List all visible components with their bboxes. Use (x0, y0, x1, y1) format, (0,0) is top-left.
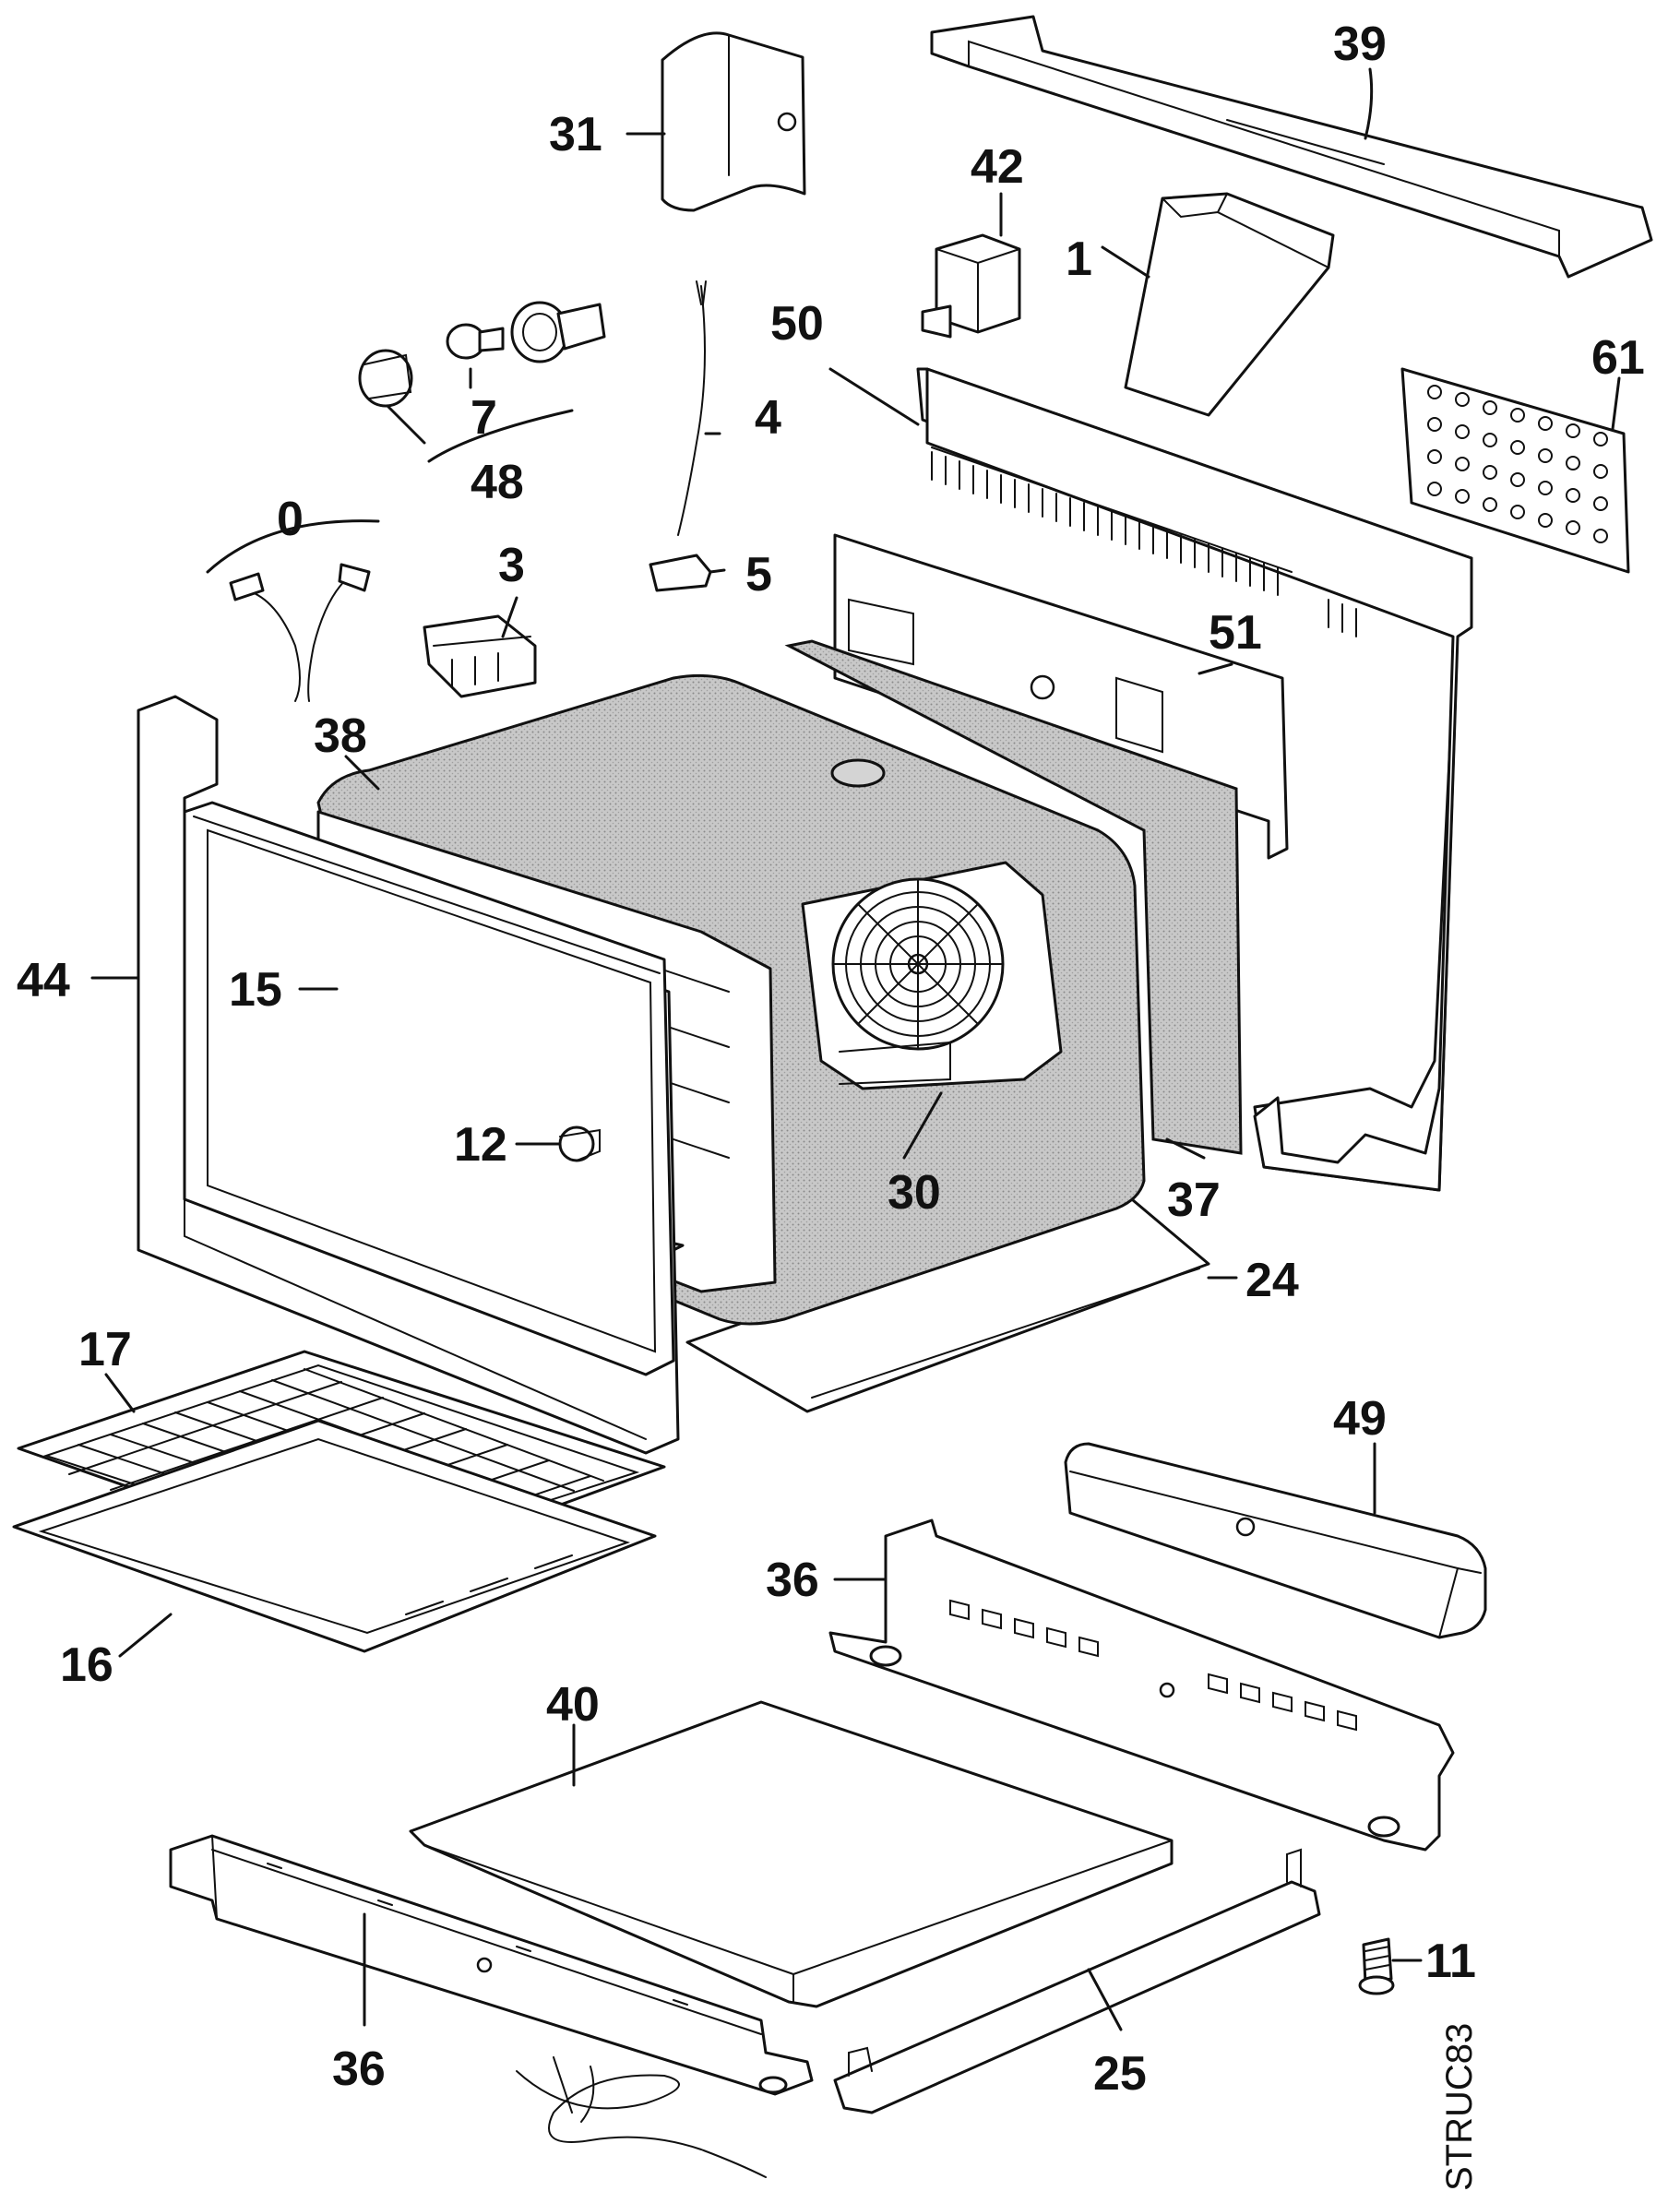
callout-36-lower: 36 (332, 2042, 386, 2096)
callout-1: 1 (1066, 232, 1092, 286)
callout-30: 30 (888, 1166, 941, 1220)
callout-0: 0 (277, 493, 304, 546)
callout-44: 44 (17, 954, 70, 1007)
part-42-box (921, 233, 1021, 339)
leader-lines (90, 67, 1621, 2031)
callout-15: 15 (229, 963, 282, 1017)
callout-61: 61 (1591, 331, 1645, 385)
part-0-wiring (229, 563, 371, 702)
part-50-back-panel (916, 367, 1473, 1192)
callout-25: 25 (1093, 2047, 1147, 2101)
callout-7: 7 (471, 391, 497, 445)
callout-17: 17 (78, 1323, 132, 1376)
callout-24: 24 (1245, 1254, 1299, 1307)
callout-12: 12 (454, 1118, 507, 1172)
callout-38: 38 (314, 709, 367, 763)
part-1-air-duct (1124, 192, 1335, 417)
callout-31: 31 (549, 108, 602, 161)
callout-3: 3 (498, 539, 525, 592)
callout-37: 37 (1167, 1173, 1221, 1227)
part-25-side-rail (833, 1848, 1321, 2114)
callout-4: 4 (755, 391, 781, 445)
callout-42: 42 (971, 140, 1024, 194)
part-16-baking-tray (12, 1419, 657, 1653)
callout-40: 40 (546, 1678, 600, 1732)
callout-labels: 31 39 42 1 50 61 7 48 4 0 3 5 51 38 15 4… (17, 18, 1645, 2101)
callout-16: 16 (60, 1638, 113, 1692)
callout-11: 11 (1425, 1935, 1476, 1988)
part-37-insulation (784, 639, 1243, 1155)
callout-36-upper: 36 (766, 1554, 819, 1607)
part-4-cable (677, 280, 707, 536)
part-49-control-cover (1064, 1442, 1487, 1639)
part-3-terminal-block (423, 614, 537, 698)
callout-39: 39 (1333, 18, 1387, 71)
part-15-door-seal (183, 801, 675, 1376)
ink-scribble (516, 2056, 767, 2178)
part-11-screw (1358, 1937, 1395, 1995)
part-48-lamp-assembly (358, 301, 606, 408)
callout-49: 49 (1333, 1392, 1387, 1446)
part-61-grille (1400, 367, 1630, 574)
callout-48: 48 (471, 456, 524, 509)
part-36-control-bracket-upper (828, 1518, 1455, 1852)
part-30-fan (801, 861, 1063, 1090)
part-36-front-bracket-lower (169, 1834, 814, 2096)
part-5-clip (649, 554, 712, 592)
part-31-hinge-cover (661, 31, 806, 212)
part-40-base-plate (409, 1700, 1174, 2008)
callout-51: 51 (1209, 606, 1262, 660)
callout-50: 50 (770, 297, 824, 351)
drawing-code: STRUC83 (1439, 2023, 1480, 2191)
vent-slots (931, 447, 1357, 637)
part-39-top-rail (930, 15, 1653, 279)
callout-5: 5 (745, 548, 772, 601)
